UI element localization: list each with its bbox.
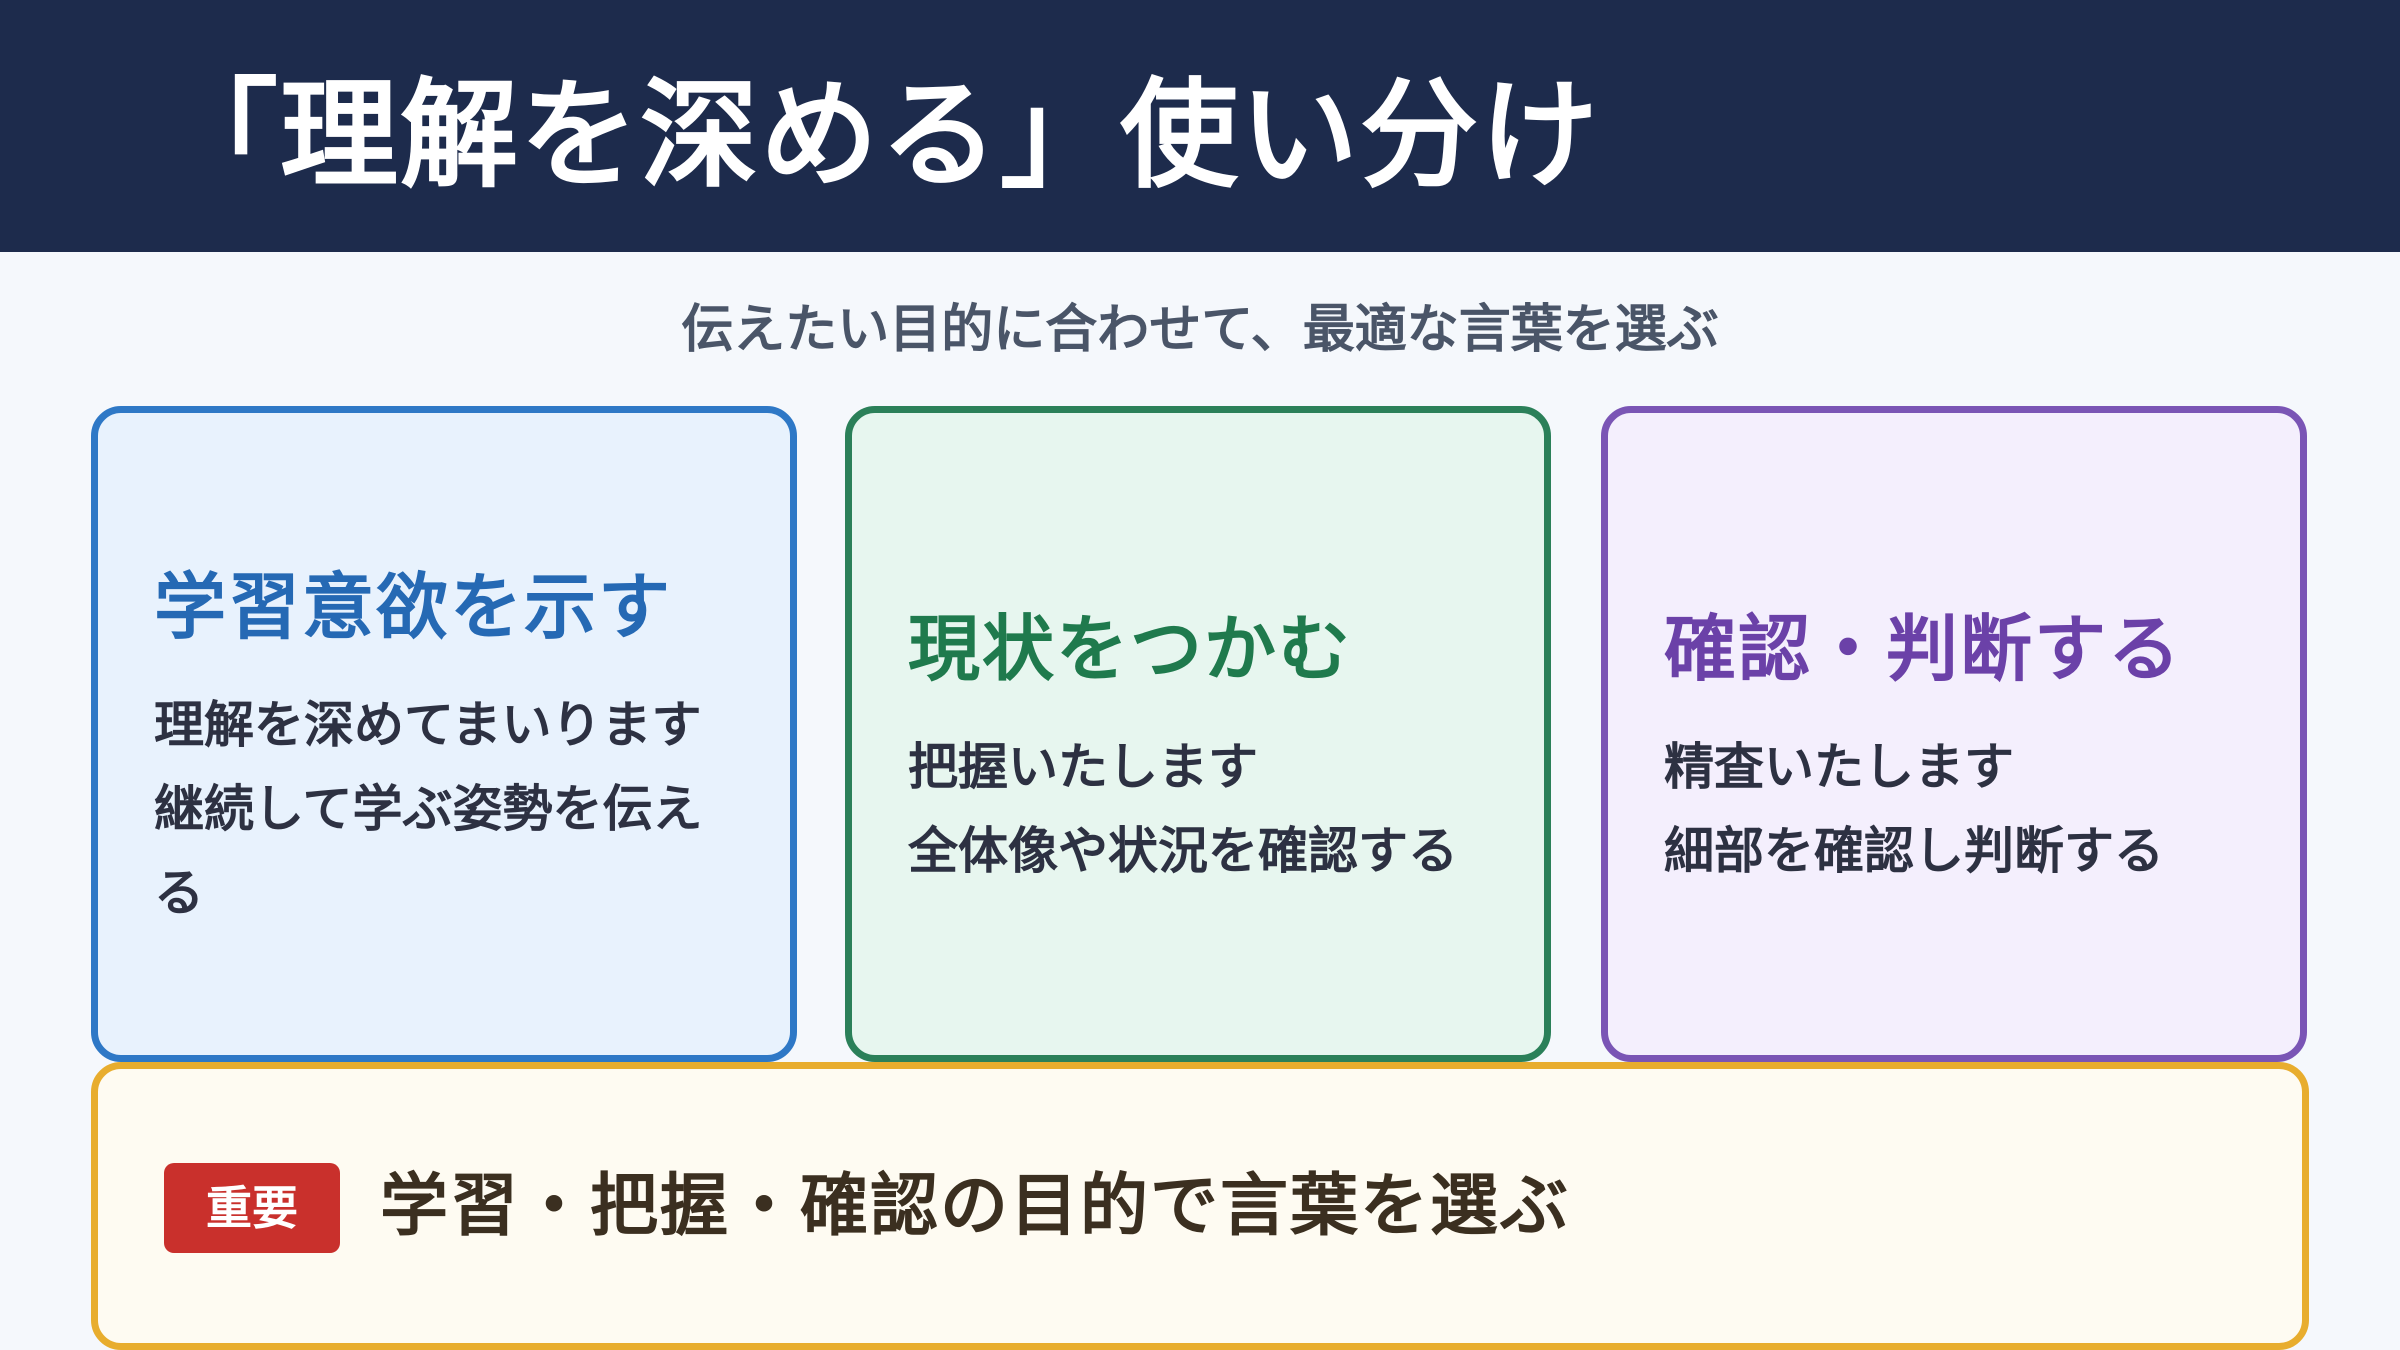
card-line: 細部を確認し判断する	[1664, 822, 2164, 880]
card-line: 理解を深めてまいります	[154, 696, 702, 754]
card-description: 理解を深めてまいります 継続して学ぶ姿勢を伝える	[154, 683, 750, 935]
card-learning-motivation: 学習意欲を示す 理解を深めてまいります 継続して学ぶ姿勢を伝える	[91, 406, 797, 1062]
card-line: 精査いたします	[1664, 738, 2014, 796]
card-description: 精査いたします 細部を確認し判断する	[1664, 725, 2260, 893]
card-title: 確認・判断する	[1664, 607, 2183, 691]
header-bar: 「理解を深める」使い分け	[0, 0, 2400, 252]
important-badge: 重要	[164, 1163, 340, 1253]
important-note-box: 重要 学習・把握・確認の目的で言葉を選ぶ	[91, 1062, 2309, 1350]
card-line: 継続して学ぶ姿勢を伝える	[154, 780, 703, 922]
card-line: 全体像や状況を確認する	[908, 822, 1458, 880]
card-line: 把握いたします	[908, 738, 1258, 796]
page-subtitle: 伝えたい目的に合わせて、最適な言葉を選ぶ	[681, 300, 1719, 360]
card-confirm-judge: 確認・判断する 精査いたします 細部を確認し判断する	[1601, 406, 2307, 1062]
page-title: 「理解を深める」使い分け	[160, 66, 1601, 204]
card-grasp-situation: 現状をつかむ 把握いたします 全体像や状況を確認する	[845, 406, 1551, 1062]
card-title: 学習意欲を示す	[154, 565, 673, 649]
important-text: 学習・把握・確認の目的で言葉を選ぶ	[380, 1167, 1571, 1246]
card-description: 把握いたします 全体像や状況を確認する	[908, 725, 1504, 893]
card-title: 現状をつかむ	[908, 607, 1353, 691]
